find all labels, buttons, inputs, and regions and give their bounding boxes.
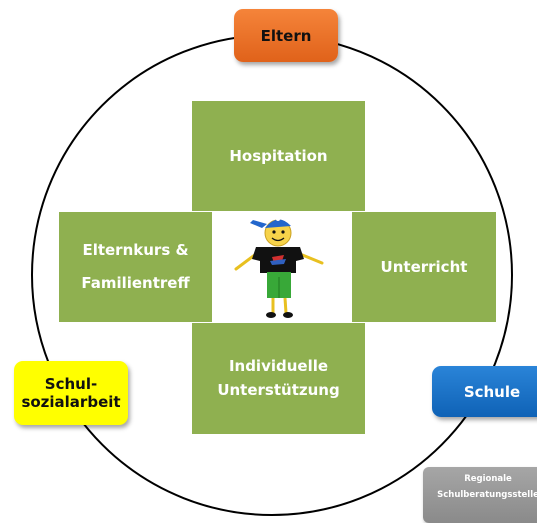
eltern-box: Eltern bbox=[234, 9, 338, 62]
regionale-label-line2: Schulberatungsstelle bbox=[437, 490, 537, 501]
elternkurs-box: Elternkurs & Familientreff bbox=[59, 212, 212, 322]
schulsozialarbeit-label-line1: Schul- bbox=[44, 375, 98, 393]
unterricht-label: Unterricht bbox=[380, 257, 468, 276]
elternkurs-label-line2: Familientreff bbox=[81, 274, 190, 292]
child-illustration bbox=[234, 217, 324, 318]
regionale-schulberatungsstelle-box: Regionale Schulberatungsstelle bbox=[423, 467, 537, 523]
schule-box: Schule bbox=[432, 366, 537, 417]
unterricht-box: Unterricht bbox=[352, 212, 496, 322]
eltern-label: Eltern bbox=[260, 26, 312, 45]
schule-label: Schule bbox=[463, 382, 521, 401]
schulsozialarbeit-label-line2: sozialarbeit bbox=[21, 393, 121, 411]
regionale-label-line1: Regionale bbox=[464, 474, 512, 484]
individuelle-label-line2: Unterstützung bbox=[217, 380, 340, 399]
center-panel bbox=[212, 211, 352, 323]
individuelle-label-line1: Individuelle bbox=[228, 357, 329, 376]
hospitation-label: Hospitation bbox=[229, 146, 328, 165]
schulsozialarbeit-box: Schul- sozialarbeit bbox=[14, 361, 128, 425]
individuelle-unterstuetzung-box: Individuelle Unterstützung bbox=[192, 323, 365, 434]
elternkurs-label-line1: Elternkurs & bbox=[82, 241, 189, 259]
hospitation-box: Hospitation bbox=[192, 101, 365, 211]
